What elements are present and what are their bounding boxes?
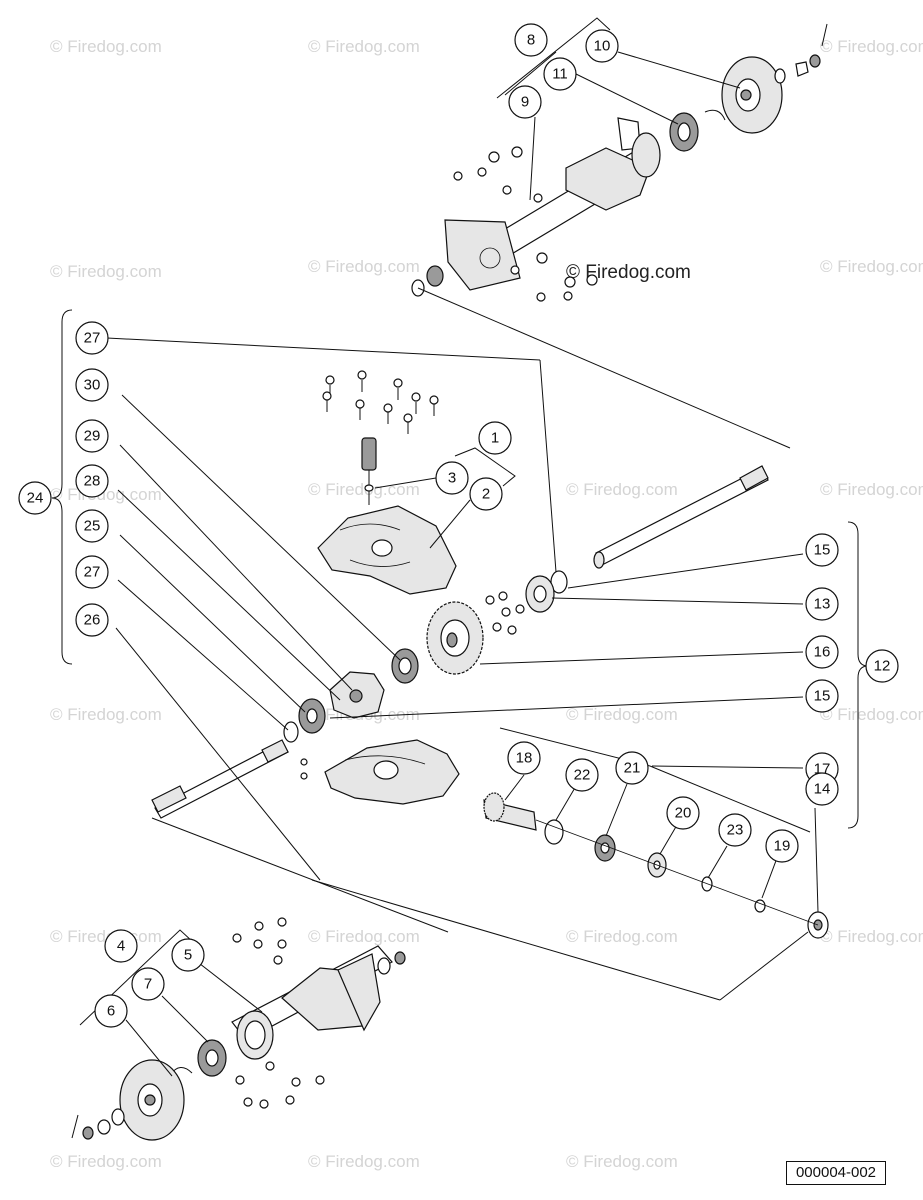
group-brackets [51, 309, 869, 829]
watermark: © Firedog.com [50, 1152, 162, 1171]
lower-gear-case-group [300, 739, 460, 805]
callout-label: 27 [84, 330, 101, 347]
callout-2: 2 [469, 477, 503, 511]
callout-label: 14 [814, 781, 831, 798]
watermark: © Firedog.com [308, 927, 420, 946]
callout-label: 19 [774, 838, 791, 855]
callout-25: 25 [75, 509, 109, 543]
callout-label: 10 [594, 38, 611, 55]
right-axle-shaft [593, 465, 769, 569]
callout-label: 1 [491, 430, 499, 447]
callout-15: 15 [805, 533, 839, 567]
callout-23: 23 [718, 813, 752, 847]
callout-27: 27 [75, 555, 109, 589]
watermark: © Firedog.com [308, 1152, 420, 1171]
reference-code: 000004-002 [786, 1161, 886, 1185]
callout-label: 6 [107, 1003, 115, 1020]
callout-3: 3 [435, 461, 469, 495]
callout-20: 20 [666, 796, 700, 830]
callout-label: 15 [814, 688, 831, 705]
watermark: © Firedog.com [50, 262, 162, 281]
callout-label: 8 [527, 32, 535, 49]
top-axle-housing-group [411, 17, 828, 302]
callout-label: 9 [521, 94, 529, 111]
callout-label: 20 [675, 805, 692, 822]
watermark: © Firedog.com [820, 705, 923, 724]
callout-7: 7 [131, 967, 165, 1001]
callout-13: 13 [805, 587, 839, 621]
callout-label: 4 [117, 938, 125, 955]
watermark: © Firedog.com [566, 927, 678, 946]
callout-label: 16 [814, 644, 831, 661]
callout-label: 15 [814, 542, 831, 559]
callout-5: 5 [171, 938, 205, 972]
watermark: © Firedog.com [50, 37, 162, 56]
watermark: © Firedog.com [820, 927, 923, 946]
watermark: © Firedog.com [820, 37, 923, 56]
callout-label: 21 [624, 760, 641, 777]
callout-label: 29 [84, 428, 101, 445]
watermark: © Firedog.com [820, 480, 923, 499]
callout-26: 26 [75, 603, 109, 637]
callout-label: 5 [184, 947, 192, 964]
watermark: © Firedog.com [50, 705, 162, 724]
callout-21: 21 [615, 751, 649, 785]
case-bolts [322, 370, 439, 434]
callout-1: 1 [478, 421, 512, 455]
callout-22: 22 [565, 758, 599, 792]
callout-4: 4 [104, 929, 138, 963]
callout-label: 30 [84, 377, 101, 394]
watermark: © Firedog.com [820, 257, 923, 276]
upper-gear-case-group [317, 370, 457, 595]
callout-label: 7 [144, 976, 152, 993]
callouts: 8 10 11 9 27 30 29 24 28 25 27 26 1 3 2 … [18, 23, 899, 1028]
callout-16: 16 [805, 635, 839, 669]
input-shaft-group [483, 792, 829, 939]
differential-parts [283, 570, 568, 743]
callout-label: 28 [84, 473, 101, 490]
callout-12: 12 [865, 649, 899, 683]
callout-9: 9 [508, 85, 542, 119]
callout-15: 15 [805, 679, 839, 713]
callout-label: 18 [516, 750, 533, 767]
watermark: © Firedog.com [566, 480, 678, 499]
leader-lines [106, 51, 819, 1077]
callout-29: 29 [75, 419, 109, 453]
watermark: © Firedog.com [566, 705, 678, 724]
bottom-axle-housing-group [71, 917, 406, 1141]
callout-label: 3 [448, 470, 456, 487]
callout-label: 27 [84, 564, 101, 581]
left-axle-shaft [151, 739, 289, 819]
callout-label: 25 [84, 518, 101, 535]
callout-28: 28 [75, 464, 109, 498]
callout-6: 6 [94, 994, 128, 1028]
callout-14: 14 [805, 772, 839, 806]
callout-24: 24 [18, 481, 52, 515]
watermark: © Firedog.com [566, 1152, 678, 1171]
callout-label: 24 [27, 490, 44, 507]
callout-label: 26 [84, 612, 101, 629]
callout-label: 12 [874, 658, 891, 675]
callout-label: 23 [727, 822, 744, 839]
callout-label: 22 [574, 767, 591, 784]
callout-8: 8 [514, 23, 548, 57]
callout-label: 2 [482, 486, 490, 503]
callout-18: 18 [507, 741, 541, 775]
callout-30: 30 [75, 368, 109, 402]
callout-11: 11 [543, 57, 577, 91]
callout-label: 11 [552, 66, 568, 83]
watermark: © Firedog.com [308, 37, 420, 56]
callout-27: 27 [75, 321, 109, 355]
callout-10: 10 [585, 29, 619, 63]
watermark-primary: © Firedog.com [566, 262, 691, 283]
callout-label: 13 [814, 596, 831, 613]
callout-19: 19 [765, 829, 799, 863]
watermark: © Firedog.com [308, 480, 420, 499]
watermark: © Firedog.com [308, 257, 420, 276]
